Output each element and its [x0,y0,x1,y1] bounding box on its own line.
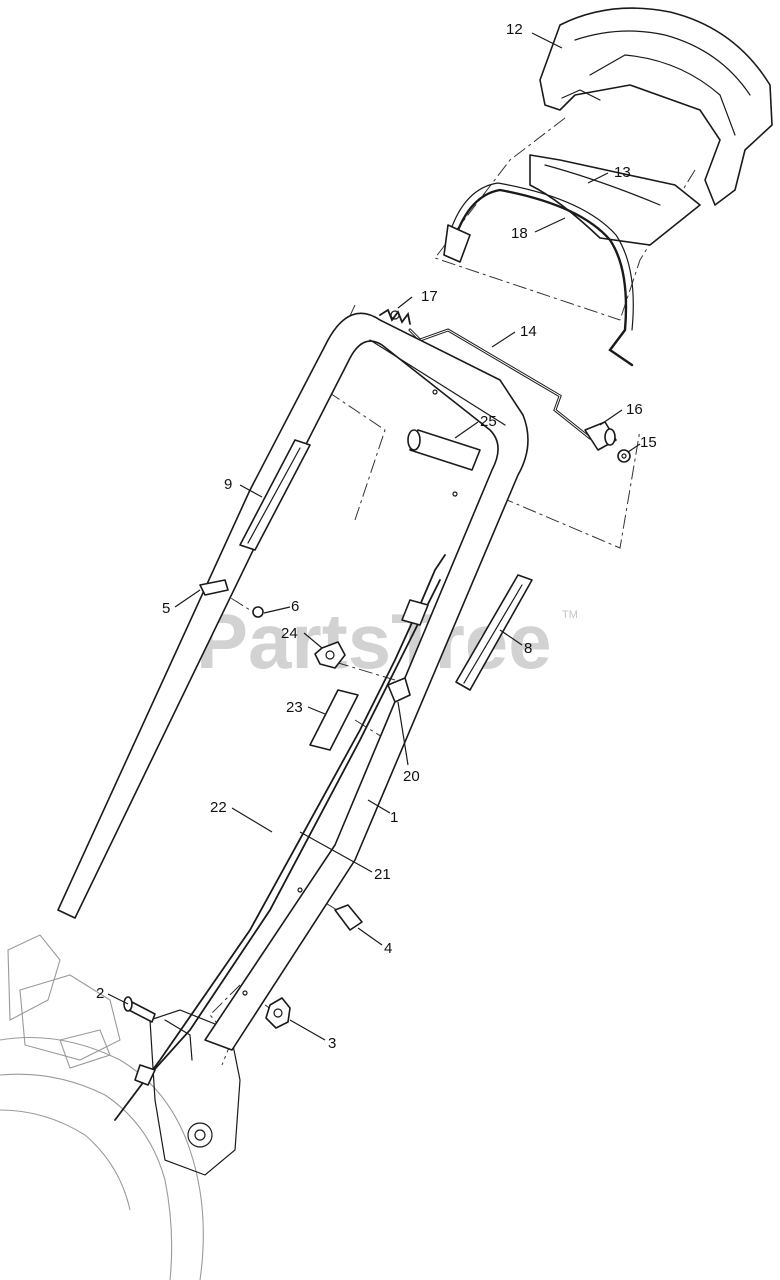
callout-18: 18 [511,225,528,242]
part-2-bolt [123,996,156,1023]
callout-21: 21 [374,866,391,883]
part-25-tube [407,429,481,471]
callout-13: 13 [614,164,631,181]
callout-4: 4 [384,940,392,957]
callout-9: 9 [224,476,232,493]
callout-6: 6 [291,598,299,615]
watermark-trademark: TM [562,609,578,621]
leader-lines [107,32,641,1041]
part-9-cover [239,439,311,551]
part-3-knob [265,997,291,1029]
part-24-knob [314,641,346,669]
callout-8: 8 [524,640,532,657]
callout-3: 3 [328,1035,336,1052]
part-17-spring [379,308,411,325]
part-21-22-cables [114,554,446,1121]
part-8-cover [455,574,533,691]
part-15-washer [617,449,631,463]
part-13-grip-pad [529,154,701,246]
part-5-clip [199,579,229,596]
callout-14: 14 [520,323,537,340]
callout-24: 24 [281,625,298,642]
callout-20: 20 [403,768,420,785]
callout-15: 15 [640,434,657,451]
part-16-bushing [584,421,617,451]
callout-16: 16 [626,401,643,418]
callout-25: 25 [480,413,497,430]
callout-2: 2 [96,985,104,1002]
callout-labels: 12 13 18 17 14 25 16 15 9 5 6 24 8 23 20… [96,21,657,1052]
part-12-upper-grip [539,7,773,206]
callout-1: 1 [390,809,398,826]
part-6-nut [252,606,264,618]
callout-12: 12 [506,21,523,38]
part-23-pad [309,689,359,751]
callout-23: 23 [286,699,303,716]
part-20-cable-clip [387,677,411,703]
mower-deck [0,934,241,1280]
callout-22: 22 [210,799,227,816]
part-4-bolt [334,904,363,931]
callout-17: 17 [421,288,438,305]
callout-5: 5 [162,600,170,617]
part-18-bail [443,182,634,367]
